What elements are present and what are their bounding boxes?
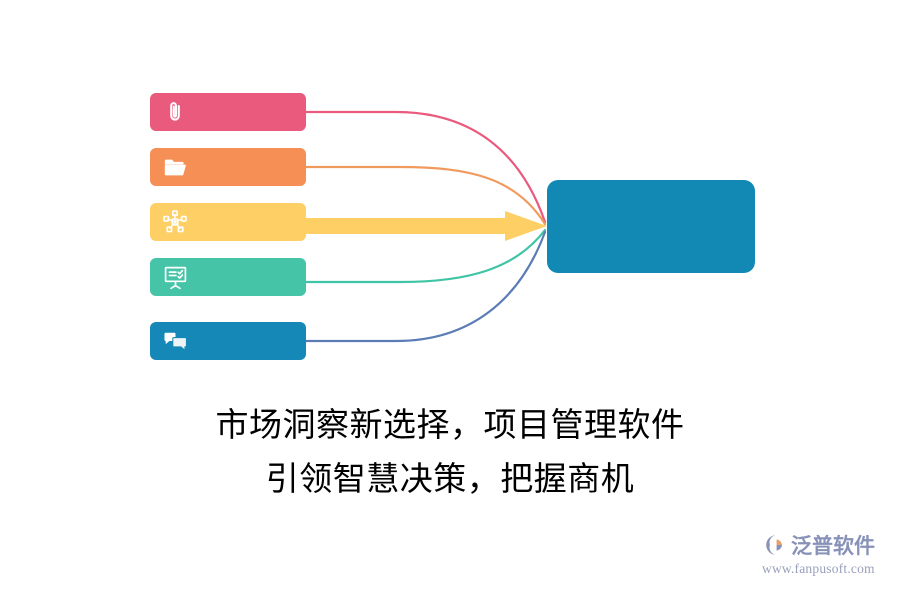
source-bar-messages[interactable] [150, 322, 306, 360]
connector-line-documents [304, 165, 547, 226]
caption-line-2: 引领智慧决策，把握商机 [265, 460, 635, 497]
source-bar-network[interactable] [150, 203, 306, 241]
watermark: 泛普软件 www.fanpusoft.com [762, 530, 894, 588]
chat-bubbles-icon [158, 324, 192, 358]
connector-line-presentation [304, 228, 547, 284]
watermark-url-text: www.fanpusoft.com [762, 561, 875, 576]
connector-line-messages [304, 230, 547, 343]
fanpusoft-logo-icon [762, 532, 788, 558]
target-node[interactable] [547, 180, 755, 273]
folder-icon [158, 150, 192, 184]
caption-block: 市场洞察新选择，项目管理软件 引领智慧决策，把握商机 [0, 398, 900, 506]
watermark-brand-text: 泛普软件 [791, 535, 875, 558]
source-bar-attachment[interactable] [150, 93, 306, 131]
watermark-brand-row: 泛普软件 [762, 530, 894, 560]
caption-line-1: 市场洞察新选择，项目管理软件 [215, 406, 685, 443]
source-bar-documents[interactable] [150, 148, 306, 186]
connector-line-attachment [304, 110, 547, 224]
connector-arrow-network [306, 211, 547, 241]
source-bar-presentation[interactable] [150, 258, 306, 296]
presentation-board-icon [158, 260, 192, 294]
paperclip-icon [158, 95, 192, 129]
network-hub-icon [158, 205, 192, 239]
